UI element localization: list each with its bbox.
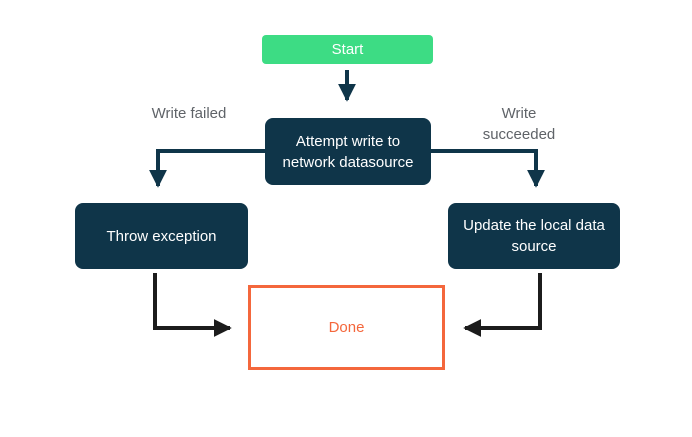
node-update-local-data-label: Update the local data source	[463, 217, 605, 255]
edge-update-to-done	[463, 273, 542, 337]
edge-attempt-to-throw	[149, 149, 265, 188]
node-start: Start	[262, 35, 433, 64]
node-start-label: Start	[331, 41, 364, 58]
edge-label-write-failed: Write failed	[151, 105, 227, 122]
edge-label-write-succeeded: Write succeeded	[482, 105, 556, 143]
node-throw-exception-label: Throw exception	[106, 227, 217, 245]
node-attempt-write-label: Attempt write to network datasource	[282, 132, 414, 171]
node-attempt-write: Attempt write to network datasource	[265, 118, 431, 185]
edge-throw-to-done	[153, 273, 232, 337]
node-update-local-data: Update the local data source	[448, 203, 620, 269]
edge-attempt-to-update	[431, 149, 545, 188]
node-throw-exception: Throw exception	[75, 203, 248, 269]
node-done-label: Done	[328, 319, 365, 336]
node-done: Done	[248, 285, 445, 370]
